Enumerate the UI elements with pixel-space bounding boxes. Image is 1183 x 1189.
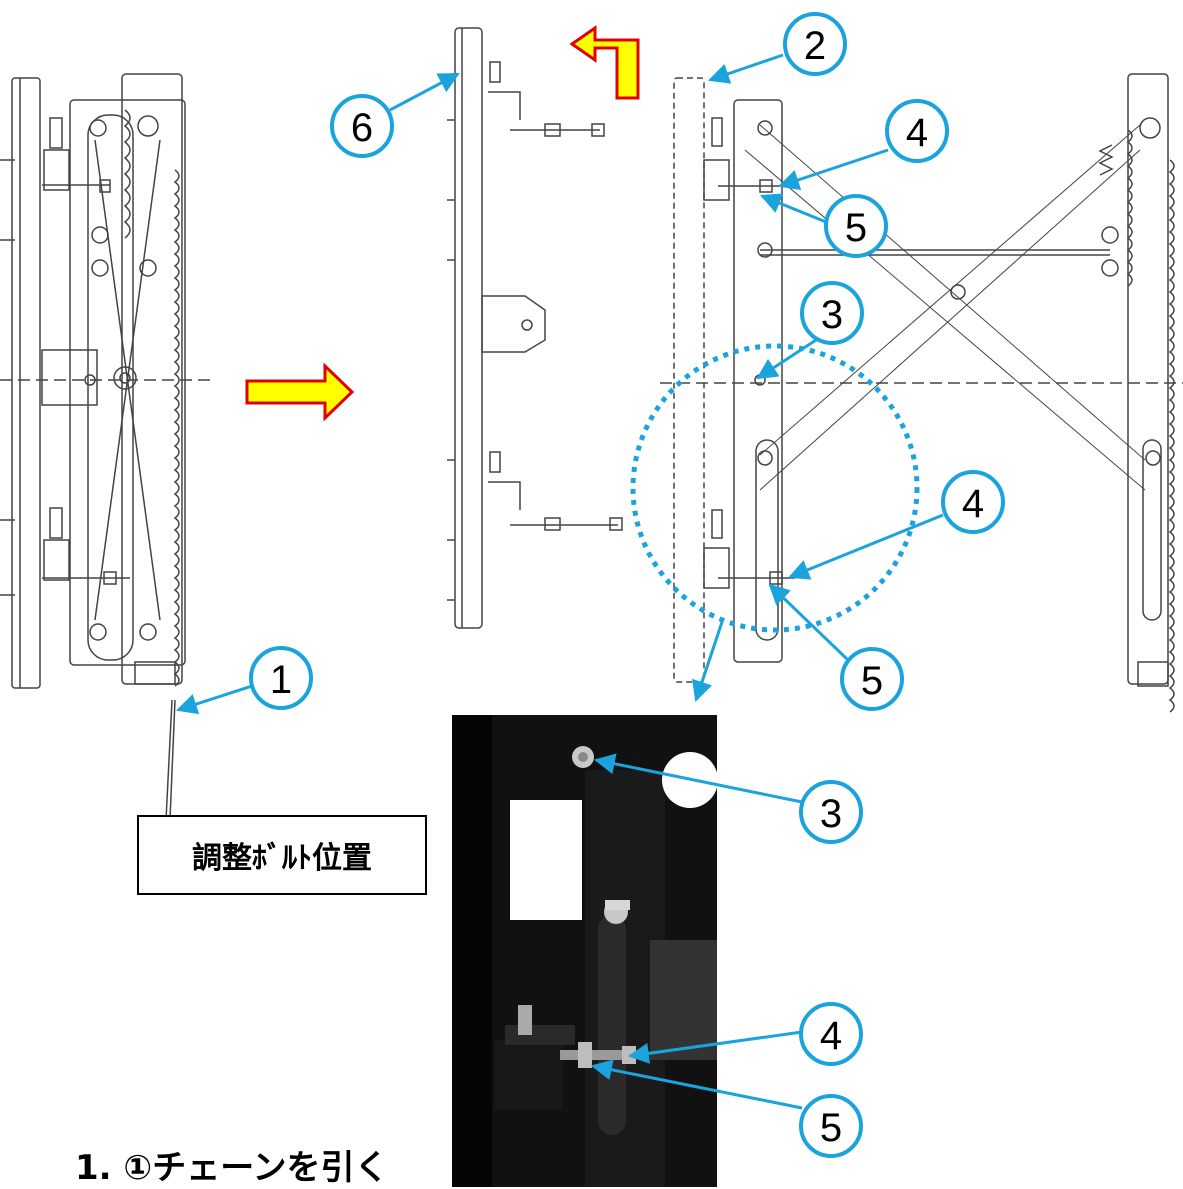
- leader-3b: [593, 753, 803, 804]
- right-mount-drawing: [660, 73, 1183, 713]
- right-arrow-icon: [245, 362, 355, 422]
- left-mount-drawing: [0, 73, 210, 859]
- bracket-photo: [452, 715, 718, 1187]
- step-instruction: 1. ①チェーンを引く: [75, 1148, 389, 1188]
- callout-5c: 5: [799, 1094, 863, 1158]
- callout-5b: 5: [840, 647, 904, 711]
- adjust-bolt-position-label: 調整ﾎﾞﾙﾄ位置: [137, 815, 427, 895]
- callout-6: 6: [330, 94, 394, 158]
- callout-4c: 4: [799, 1002, 863, 1066]
- callout-2: 2: [783, 12, 847, 76]
- svg-text:1: 1: [270, 658, 292, 702]
- callout-4a: 4: [885, 99, 949, 163]
- leader-3a: [756, 338, 817, 380]
- callout-5a: 5: [824, 194, 888, 258]
- leader-1: [176, 683, 256, 715]
- up-left-arrow-icon: [569, 25, 640, 100]
- plate-drawing: [447, 27, 623, 629]
- svg-text:4: 4: [820, 1014, 842, 1058]
- leader-4b: [788, 513, 944, 580]
- svg-text:4: 4: [962, 482, 984, 526]
- leader-6: [389, 72, 460, 112]
- callout-1: 1: [249, 646, 313, 710]
- svg-text:3: 3: [820, 792, 842, 836]
- leader-4a: [778, 148, 889, 190]
- leader-down: [692, 621, 724, 702]
- svg-text:5: 5: [820, 1106, 842, 1150]
- callout-3b: 3: [799, 780, 863, 844]
- svg-text:3: 3: [821, 293, 843, 337]
- leader-5a: [760, 193, 827, 224]
- svg-text:6: 6: [351, 106, 373, 150]
- highlight-circle: [630, 343, 920, 633]
- leader-2: [708, 53, 784, 84]
- svg-text:5: 5: [861, 659, 883, 703]
- svg-text:5: 5: [845, 206, 867, 250]
- leader-4c: [627, 1030, 803, 1064]
- callout-3a: 3: [800, 281, 864, 345]
- svg-text:2: 2: [804, 24, 826, 68]
- leader-5b: [768, 583, 850, 662]
- svg-text:4: 4: [906, 111, 928, 155]
- callout-4b: 4: [941, 470, 1005, 534]
- leader-5c: [590, 1059, 803, 1110]
